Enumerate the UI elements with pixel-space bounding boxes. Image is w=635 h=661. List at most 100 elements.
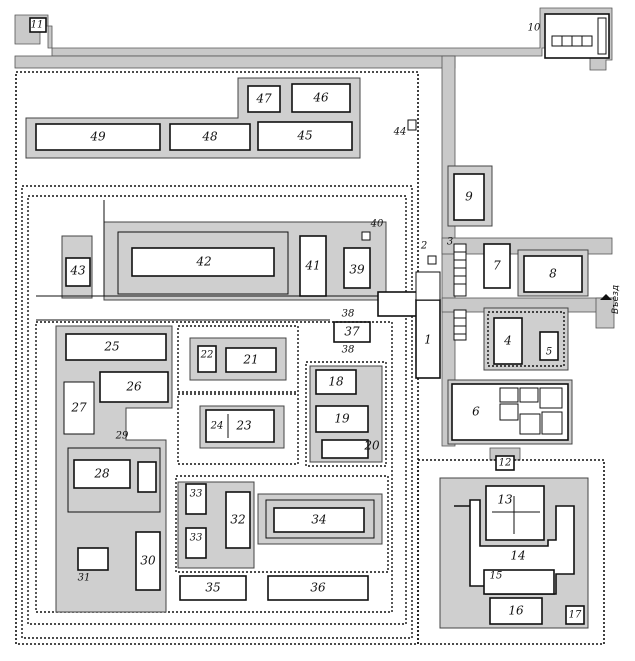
label-37: 37 — [344, 325, 360, 339]
building-44 — [407, 119, 417, 131]
building-16 — [489, 597, 543, 625]
building-41 — [299, 235, 327, 297]
building-33a — [185, 483, 207, 515]
building-40 — [361, 231, 371, 241]
label-18: 18 — [328, 375, 344, 389]
building-5 — [539, 331, 559, 361]
entrance-marker: Въезд — [600, 285, 621, 314]
building-8 — [523, 255, 583, 293]
building-21 — [225, 347, 277, 373]
inner-fence — [21, 185, 413, 639]
label-38a: 38 — [342, 309, 355, 320]
inner-fence-2 — [27, 195, 407, 625]
label-44: 44 — [393, 127, 407, 138]
building-42 — [131, 247, 275, 277]
label-14: 14 — [510, 549, 525, 563]
building-39 — [343, 247, 371, 289]
building-6 — [451, 383, 569, 441]
label-28: 28 — [93, 467, 110, 481]
label-20: 20 — [363, 439, 380, 453]
label-22: 22 — [200, 350, 214, 361]
label-4: 4 — [503, 334, 512, 348]
building-29 — [137, 461, 157, 493]
lower-inner-zone: 25 26 27 28 29 30 31 22 21 23 24 18 19 — [35, 321, 393, 613]
label-46: 46 — [312, 91, 329, 105]
label-26: 26 — [125, 380, 142, 394]
building-48 — [169, 123, 251, 151]
label-31: 31 — [78, 573, 91, 584]
label-23: 23 — [235, 419, 252, 433]
building-33b — [185, 527, 207, 559]
building-46 — [291, 83, 351, 113]
label-33b: 33 — [190, 533, 203, 544]
label-1: 1 — [424, 333, 432, 347]
building-47 — [247, 85, 281, 113]
label-9: 9 — [465, 190, 473, 204]
label-6: 6 — [472, 405, 480, 419]
label-10: 10 — [528, 23, 541, 34]
label-42: 42 — [195, 255, 211, 269]
building-30 — [135, 531, 161, 591]
building-43 — [65, 257, 91, 287]
building-23 — [205, 409, 275, 443]
label-33a: 33 — [190, 489, 203, 500]
building-10 — [544, 13, 610, 59]
label-49: 49 — [89, 130, 106, 144]
label-11: 11 — [31, 20, 44, 31]
building-18 — [315, 369, 357, 395]
building-1-annex — [415, 271, 441, 301]
building-13 — [485, 485, 545, 541]
label-43: 43 — [69, 264, 86, 278]
label-32: 32 — [230, 513, 245, 527]
label-35: 35 — [205, 581, 220, 595]
label-41: 41 — [304, 259, 320, 273]
label-40: 40 — [370, 219, 384, 230]
label-19: 19 — [334, 412, 350, 426]
building-19 — [315, 405, 369, 433]
entrance-label: Въезд — [611, 285, 621, 314]
building-45 — [257, 121, 353, 151]
label-27: 27 — [70, 401, 87, 415]
label-2: 2 — [420, 241, 427, 252]
label-30: 30 — [140, 554, 156, 568]
building-22 — [197, 345, 217, 373]
building-20 — [321, 439, 369, 459]
building-31 — [77, 547, 109, 571]
building-28 — [73, 459, 131, 489]
building-25 — [65, 333, 167, 361]
building-12 — [495, 455, 515, 471]
label-24: 24 — [210, 421, 224, 432]
road-network — [14, 7, 615, 461]
building-11 — [29, 17, 47, 33]
building-36 — [267, 575, 369, 601]
label-47: 47 — [255, 92, 272, 106]
building-1 — [415, 299, 441, 379]
building-27 — [63, 381, 95, 435]
label-7: 7 — [493, 259, 501, 273]
building-34 — [273, 507, 365, 533]
label-36: 36 — [310, 581, 326, 595]
building-7 — [483, 243, 511, 289]
building-3 — [453, 243, 467, 341]
north-zone: 49 48 45 47 46 — [25, 77, 361, 159]
building-4 — [493, 317, 523, 365]
building-35 — [179, 575, 247, 601]
building-49 — [35, 123, 161, 151]
label-16: 16 — [508, 604, 524, 618]
label-34: 34 — [311, 513, 326, 527]
building-32 — [225, 491, 251, 549]
building-15 — [483, 569, 555, 595]
label-38b: 38 — [342, 345, 355, 356]
label-5: 5 — [546, 347, 552, 358]
building-17 — [565, 605, 585, 625]
label-17: 17 — [569, 610, 582, 621]
building-9 — [453, 173, 485, 221]
building-2 — [427, 255, 437, 265]
label-45: 45 — [296, 129, 312, 143]
gate-structure — [377, 291, 421, 317]
label-15: 15 — [490, 571, 503, 582]
label-48: 48 — [201, 130, 218, 144]
label-8: 8 — [549, 267, 557, 281]
label-13: 13 — [497, 493, 513, 507]
